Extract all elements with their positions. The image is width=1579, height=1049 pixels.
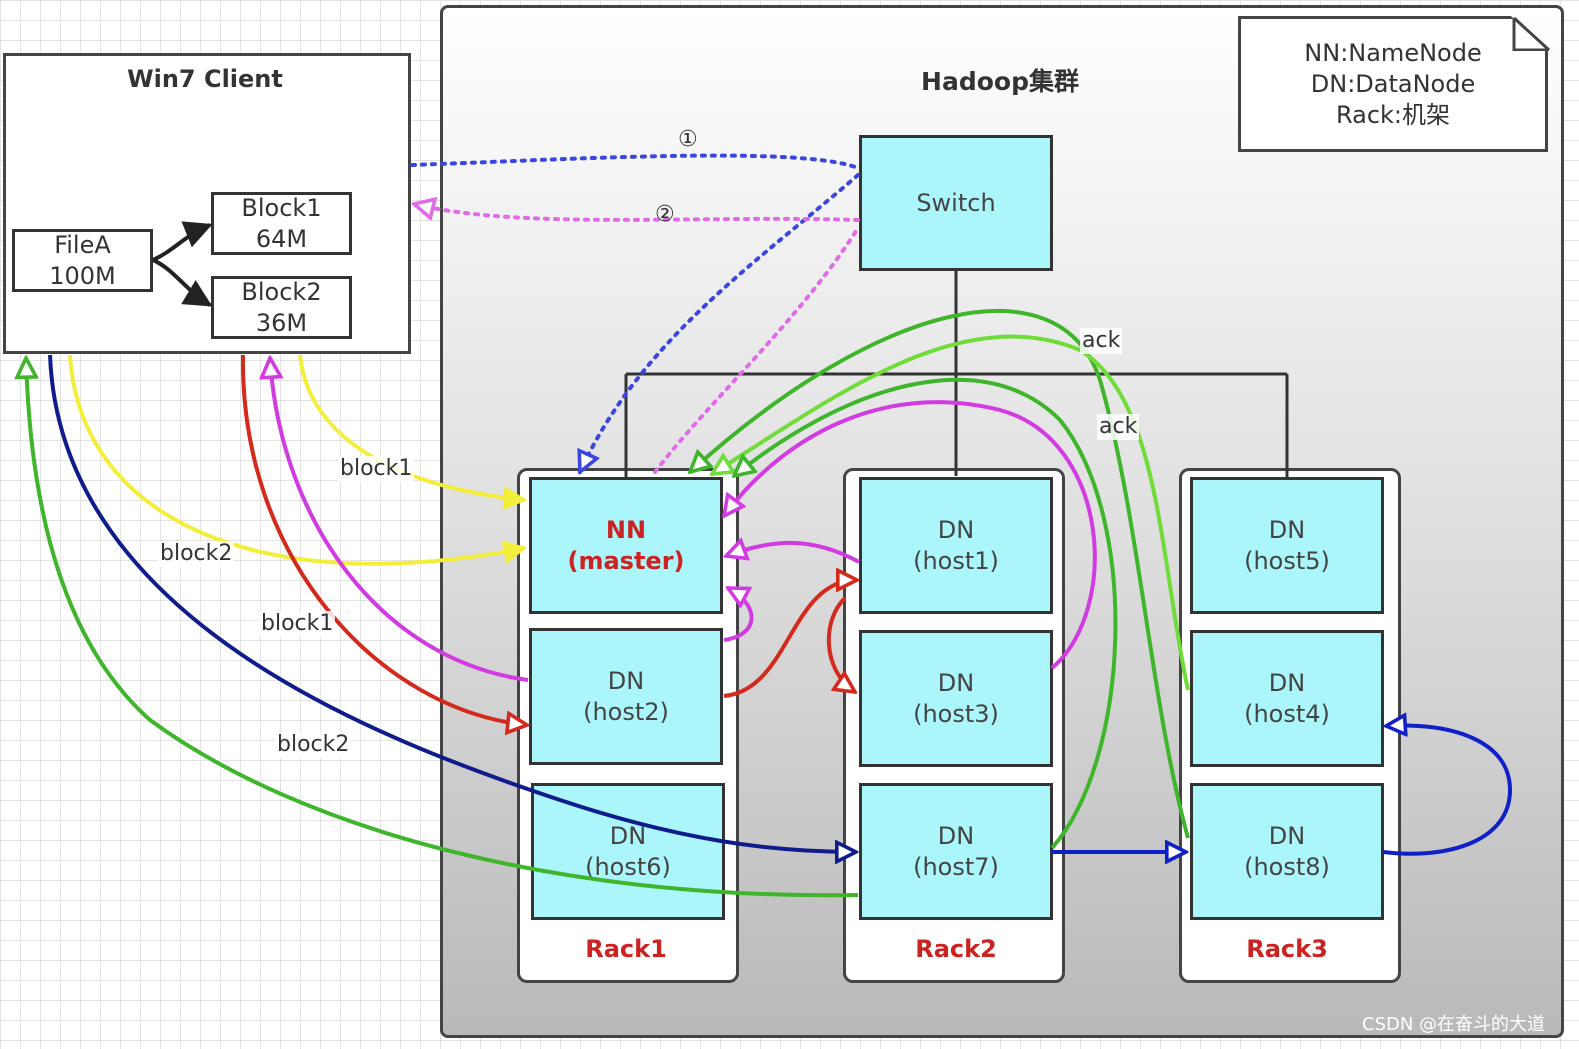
datanode-host8: DN (host8) [1190,783,1384,920]
block-name: Block2 [241,277,322,306]
node-host: (host6) [585,852,671,881]
response-dotted-switch-client [414,204,860,222]
switch-box: Switch [859,135,1053,271]
file-box: FileA 100M [12,229,153,292]
edge-label-block1: block1 [259,611,336,637]
datanode-host5: DN (host5) [1190,477,1384,614]
node-host: (host8) [1244,852,1330,881]
datanode-host7: DN (host7) [859,783,1053,920]
step-2-label: ② [655,202,675,227]
node-host: (host3) [913,699,999,728]
node-type: DN [937,668,975,697]
datanode-host4: DN (host4) [1190,630,1384,767]
node-type: DN [609,821,647,850]
rack2-label: Rack2 [915,935,997,963]
node-type: DN [1268,821,1306,850]
edge-label-ack: ack [1097,414,1140,440]
node-type: NN [605,515,647,544]
green-ack-host7-nn [734,377,1118,850]
file-split-arrow-block2 [152,258,213,307]
legend-item: Rack:机架 [1335,100,1451,129]
legend-note: NN:NameNode DN:DataNode Rack:机架 [1238,16,1548,152]
cluster-title: Hadoop集群 [921,67,1079,96]
red-flow-host2-host1 [723,580,857,698]
node-host: (host7) [913,852,999,881]
block-size: 64M [255,224,308,253]
block2-box: Block2 36M [211,276,352,339]
node-type: DN [937,821,975,850]
blue-flow-host8-host4 [1382,725,1513,856]
purple-flow-host3-nn [724,400,1097,670]
step-1-label: ① [678,127,698,152]
datanode-host1: DN (host1) [859,477,1053,614]
rack1-label: Rack1 [585,935,667,963]
purple-flow-host1-nn [726,543,860,564]
file-size: 100M [49,261,116,290]
node-host: (host4) [1244,699,1330,728]
datanode-host3: DN (host3) [859,630,1053,767]
file-name: FileA [54,230,111,259]
legend-item: DN:DataNode [1310,69,1476,98]
node-host: (host5) [1244,546,1330,575]
legend-item: NN:NameNode [1304,38,1482,67]
navy-flow-client-host7 [48,354,856,852]
node-host: (master) [567,546,685,575]
edge-label-block1: block1 [338,456,415,482]
red-flow-host1-host3 [826,596,855,692]
edge-label-block2: block2 [158,541,235,567]
edge-label-block2: block2 [275,732,352,758]
yellow-flow-block2 [68,354,528,566]
node-host: (host1) [913,546,999,575]
lightgreen-ack-host4-nn [712,334,1190,691]
green-ack-host8-nn [690,309,1190,839]
client-title: Win7 Client [127,65,283,93]
request-dotted-client-switch [410,153,860,170]
node-type: DN [937,515,975,544]
watermark: CSDN @在奋斗的大道 [1362,1014,1546,1035]
node-host: (host2) [583,697,669,726]
datanode-host6: DN (host6) [531,783,725,920]
datanode-host2: DN (host2) [529,628,723,765]
node-type: DN [1268,668,1306,697]
response-dotted-nn-switch [653,226,860,474]
green-flow-host7-client [26,358,859,898]
block-name: Block1 [241,193,322,222]
rack3-label: Rack3 [1246,935,1328,963]
switch-label: Switch [916,189,996,217]
block-size: 36M [255,308,308,337]
purple-flow-host2-client [270,358,529,682]
purple-flow-host2-nn [723,588,754,642]
file-split-arrow-block1 [152,221,213,262]
block1-box: Block1 64M [211,192,352,255]
node-type: DN [607,666,645,695]
edge-label-ack: ack [1080,328,1123,354]
node-type: DN [1268,515,1306,544]
namenode-master: NN (master) [529,477,723,614]
request-dotted-switch-nn [580,173,860,472]
